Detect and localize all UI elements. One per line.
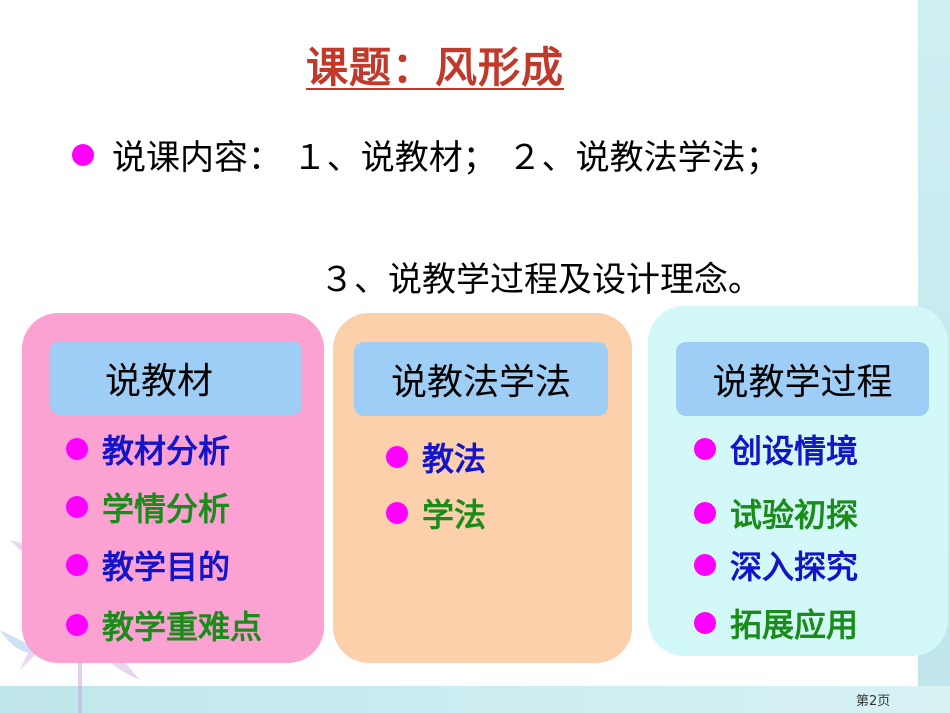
list-item: 教材分析 bbox=[66, 426, 230, 472]
list-item: 学法 bbox=[386, 490, 486, 536]
list-item: 学情分析 bbox=[66, 484, 230, 530]
list-item: 教法 bbox=[386, 434, 486, 480]
intro-line-1: 说课内容： １、说教材； ２、说教法学法； bbox=[72, 130, 780, 179]
page-number: 第2页 bbox=[856, 694, 891, 709]
bullet-icon bbox=[694, 502, 716, 524]
intro-line-1-text: 说课内容： １、说教材； ２、说教法学法； bbox=[112, 138, 780, 178]
list-item: 教学重难点 bbox=[66, 602, 262, 648]
intro-line-2: ３、说教学过程及设计理念。 bbox=[320, 260, 762, 300]
bottom-decor-stripe bbox=[0, 686, 950, 713]
heading-process: 说教学过程 bbox=[676, 342, 929, 416]
list-item: 教学目的 bbox=[66, 542, 230, 588]
list-item: 深入探究 bbox=[694, 542, 858, 588]
bullet-icon bbox=[66, 496, 88, 518]
bullet-icon bbox=[72, 143, 94, 166]
bullet-icon bbox=[694, 554, 716, 576]
bullet-icon bbox=[66, 614, 88, 636]
bullet-icon bbox=[386, 446, 408, 468]
bullet-icon bbox=[694, 612, 716, 634]
bullet-icon bbox=[694, 438, 716, 460]
heading-textbook: 说教材 bbox=[50, 341, 302, 415]
heading-methods: 说教法学法 bbox=[354, 342, 608, 416]
list-item: 试验初探 bbox=[694, 490, 858, 536]
bullet-icon bbox=[386, 502, 408, 524]
list-item: 创设情境 bbox=[694, 426, 858, 472]
slide-title: 课题：风形成 bbox=[306, 43, 565, 92]
list-item: 拓展应用 bbox=[694, 600, 858, 646]
bullet-icon bbox=[66, 554, 88, 576]
bullet-icon bbox=[66, 438, 88, 460]
